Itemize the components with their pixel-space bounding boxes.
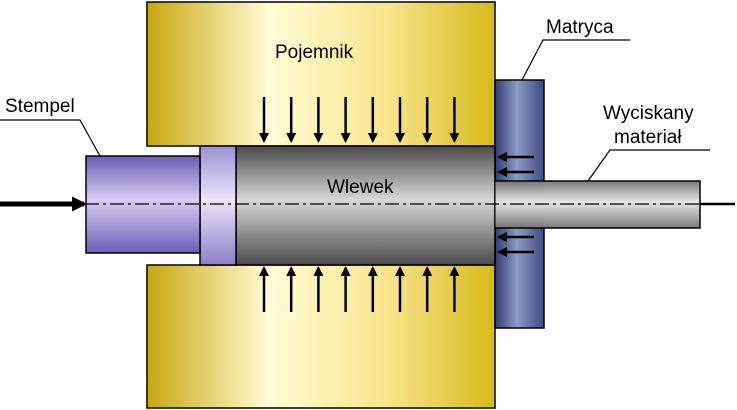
- billet: [235, 145, 496, 266]
- die-pressure-arrows: [497, 152, 534, 257]
- die-leader-line: [521, 39, 630, 81]
- billet-label: Wlewek: [327, 177, 394, 198]
- extruded-label-line2: materiał: [614, 127, 682, 148]
- extruded-leader-line: [587, 149, 710, 182]
- extruded-label-line1: Wyciskany: [603, 103, 694, 124]
- container-pressure-arrows-top: [259, 97, 460, 143]
- container-top: [146, 1, 496, 147]
- container-label: Pojemnik: [275, 42, 354, 63]
- container-pressure-arrows-bottom: [259, 266, 460, 312]
- ram-leader-line: [0, 119, 101, 157]
- die-label: Matryca: [546, 17, 614, 38]
- ram-head: [199, 145, 237, 266]
- ram-label: Stempel: [5, 96, 75, 117]
- container-bottom: [146, 264, 496, 409]
